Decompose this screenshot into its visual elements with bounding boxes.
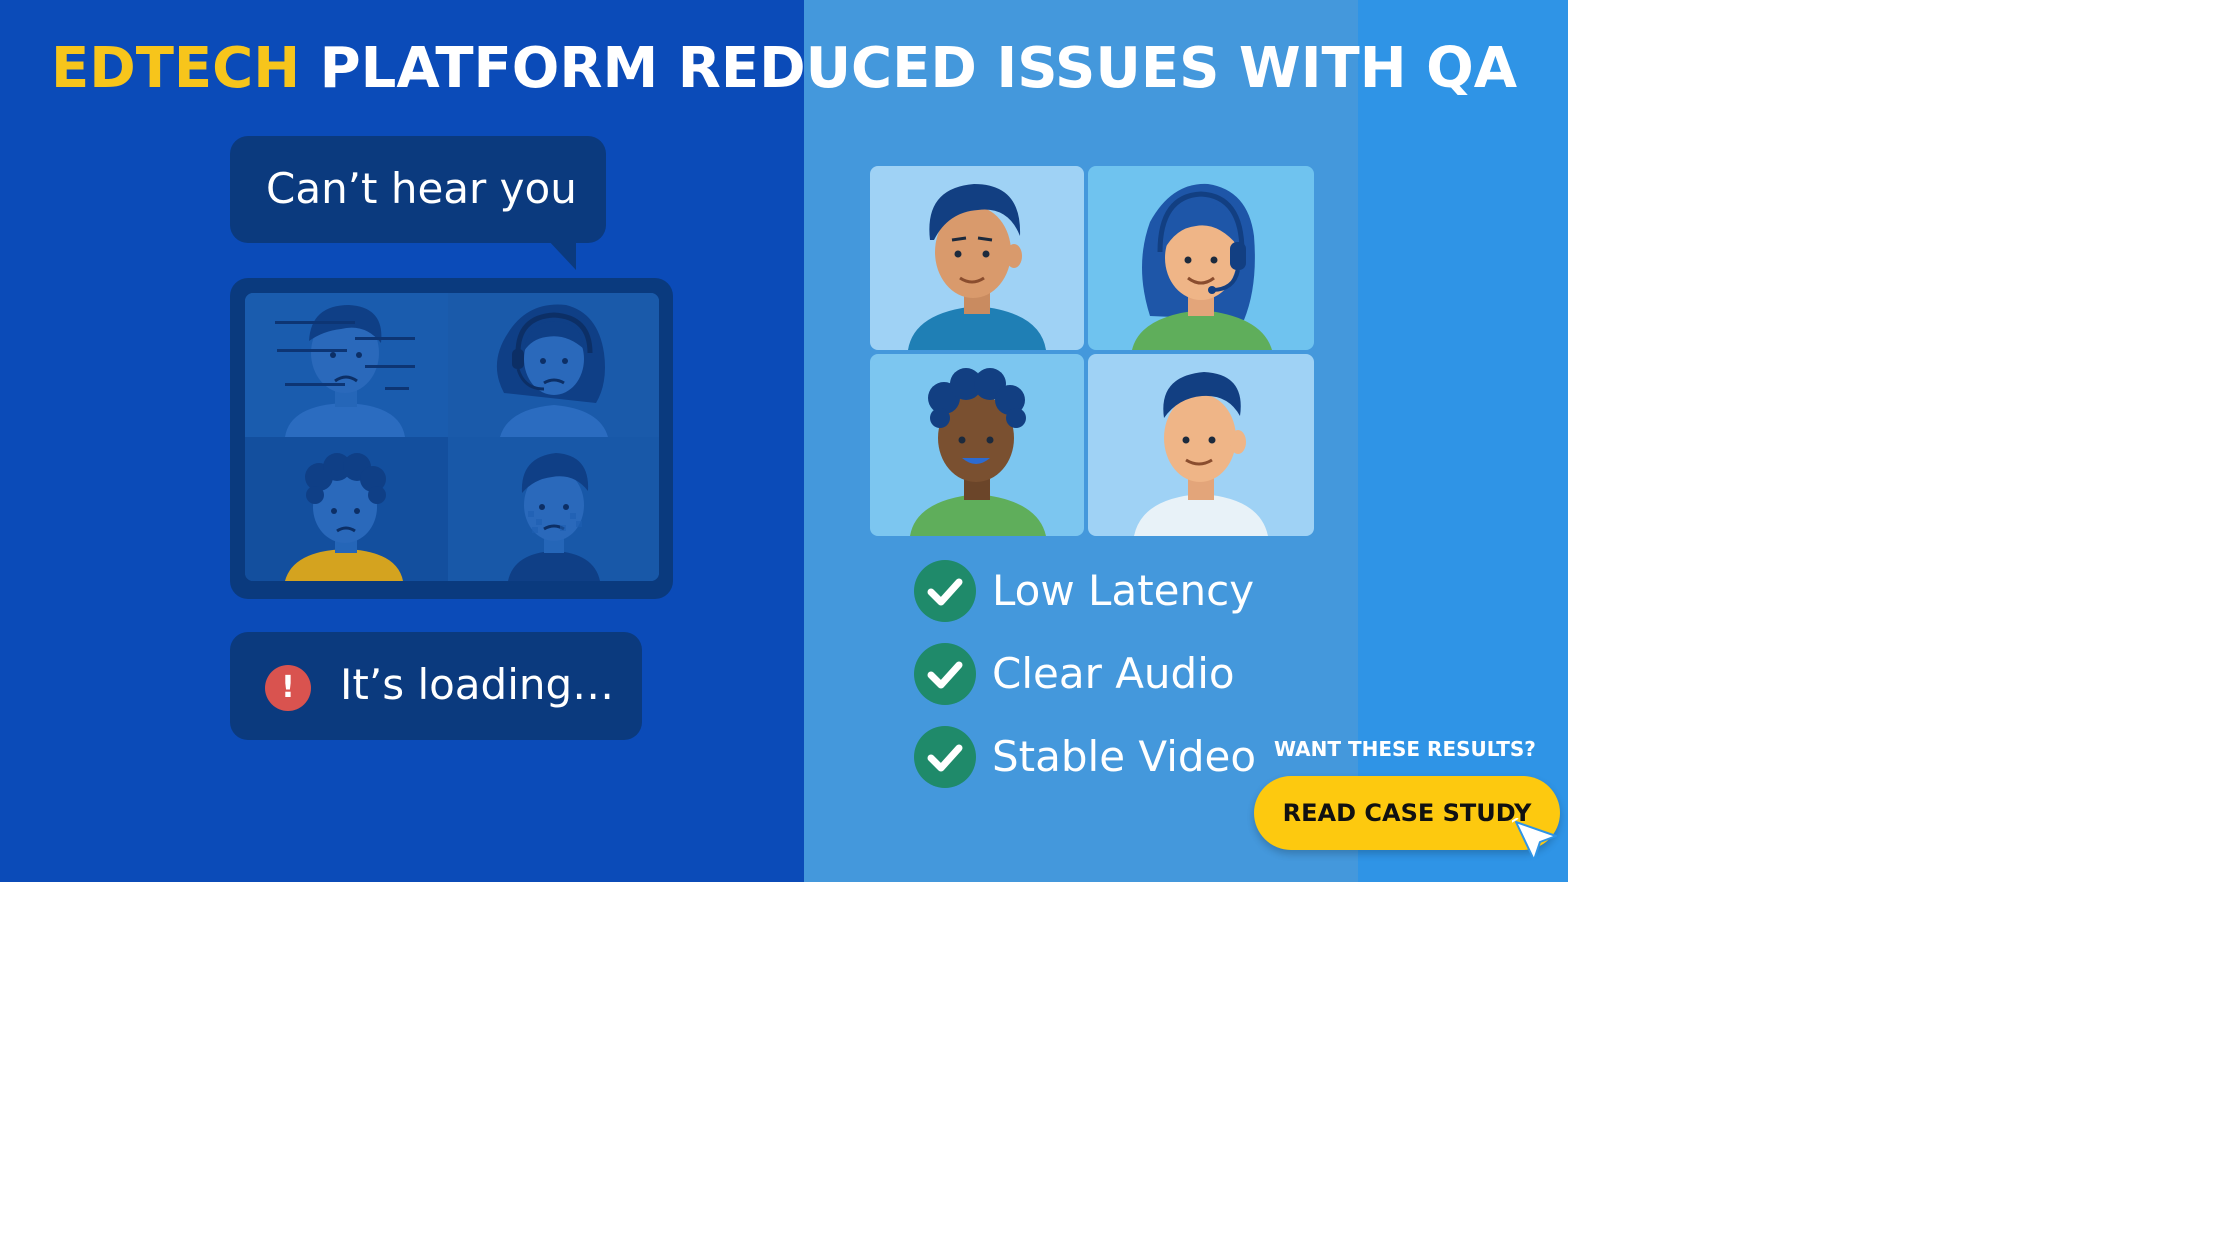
benefit-label: Clear Audio	[992, 649, 1235, 698]
read-case-study-button[interactable]: READ CASE STUDY	[1254, 776, 1560, 850]
participant-tile-curly-boy	[245, 437, 448, 581]
participant-tile-woman	[1088, 166, 1314, 350]
speech-bubble-text: Can’t hear you	[266, 164, 577, 213]
video-call-grid-bad	[245, 293, 659, 581]
headline-accent: EDTECH	[50, 36, 301, 101]
sad-curly-boy-icon	[285, 453, 403, 581]
loading-alert: ! It’s loading…	[230, 632, 642, 740]
sad-man-glitch-icon	[275, 305, 415, 437]
participant-tile-man-white-shirt	[1088, 354, 1314, 536]
check-icon	[914, 560, 976, 622]
speech-bubble-tail	[546, 238, 576, 270]
participant-tile-man	[870, 166, 1084, 350]
cursor-arrow-icon	[1507, 817, 1560, 868]
participant-tile-sad-woman	[448, 293, 659, 437]
happy-curly-man-icon	[910, 368, 1046, 536]
cta-question: WANT THESE RESULTS?	[1274, 737, 1536, 761]
participant-tile-pixelated-man	[448, 437, 659, 581]
broken-video-call-screen	[230, 278, 673, 599]
exclamation-icon: !	[265, 665, 311, 711]
video-call-grid-good	[870, 166, 1316, 536]
speech-bubble: Can’t hear you	[230, 136, 606, 243]
benefit-label: Stable Video	[992, 732, 1257, 781]
check-icon	[914, 726, 976, 788]
read-case-study-label: READ CASE STUDY	[1282, 799, 1532, 827]
check-icon	[914, 643, 976, 705]
participant-tile-curly-man	[870, 354, 1084, 536]
benefit-label: Low Latency	[992, 566, 1255, 615]
headline-rest: PLATFORM REDUCED ISSUES WITH QA	[300, 36, 1518, 101]
participant-tile-glitch-man	[245, 293, 448, 437]
happy-man-icon	[908, 184, 1046, 350]
right-background-strip	[1358, 0, 1568, 882]
loading-alert-text: It’s loading…	[340, 660, 615, 709]
happy-man-white-shirt-icon	[1134, 372, 1268, 536]
headline: EDTECH PLATFORM REDUCED ISSUES WITH QA	[0, 36, 1568, 101]
sad-woman-headset-icon	[496, 304, 608, 437]
sad-man-pixelated-icon	[508, 453, 600, 581]
happy-woman-headset-icon	[1132, 183, 1272, 350]
